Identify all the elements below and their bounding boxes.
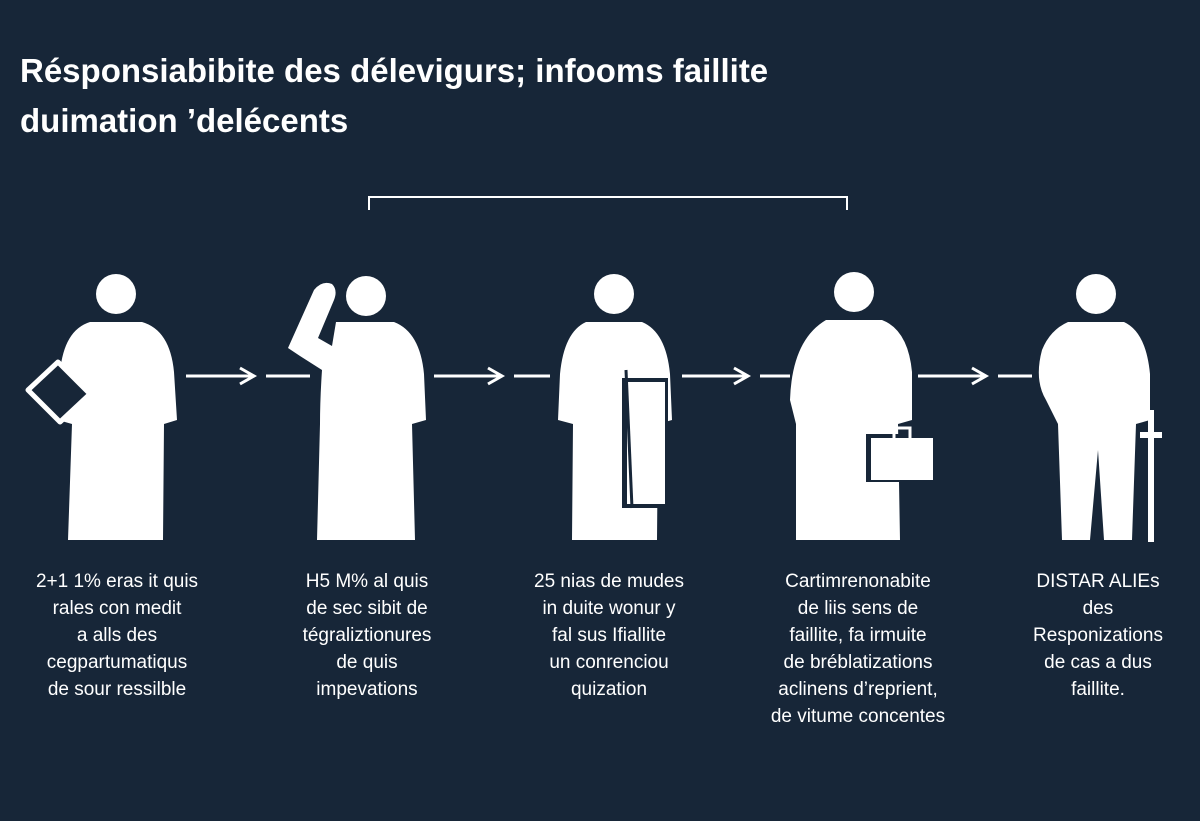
step-1-caption-line: a alls des <box>76 625 158 646</box>
step-2-caption: H5 M% al quis de sec sibit de tégralizti… <box>252 568 482 703</box>
step-1-caption-line: de sour ressilble <box>47 679 187 700</box>
arrow-2-icon <box>434 366 550 386</box>
step-1-caption: 2+1 1% eras it quis rales con medit a al… <box>2 568 232 703</box>
step-5-caption-line: des <box>1082 598 1114 619</box>
page-title: Résponsiabibite des délevigurs; infooms … <box>20 46 1140 146</box>
step-4-caption-line: de bréblatizations <box>783 652 933 673</box>
step-2-caption-line: de quis <box>336 652 398 673</box>
arrow-4-icon <box>918 366 1032 386</box>
step-3-caption-line: 25 nias de mudes <box>534 571 684 592</box>
step-3-caption-line: un conrenciou <box>549 652 669 673</box>
step-5-caption: DISTAR ALIEs des Responizations de cas a… <box>983 568 1200 703</box>
step-3-caption-line: fal sus Ifiallite <box>551 625 667 646</box>
step-4-caption-line: aclinens d’reprient, <box>778 679 938 700</box>
step-5-caption-line: DISTAR ALIEs <box>1036 571 1160 592</box>
title-line-1: Résponsiabibite des délevigurs; infooms … <box>20 52 769 89</box>
step-2-caption-line: H5 M% al quis <box>305 571 429 592</box>
person-with-cane-icon <box>1038 274 1162 542</box>
person-holding-folder-icon <box>558 274 672 540</box>
step-5-caption-line: faillite. <box>1071 679 1125 700</box>
step-4-caption: Cartimrenonabite de liis sens de faillit… <box>743 568 973 730</box>
step-4-caption-line: faillite, fa irmuite <box>789 625 927 646</box>
title-line-2: duimation ’delécents <box>20 102 349 139</box>
step-1-caption-line: 2+1 1% eras it quis <box>35 571 199 592</box>
step-2-caption-line: tégraliztionures <box>302 625 432 646</box>
step-1-caption-line: rales con medit <box>52 598 182 619</box>
step-3-caption-line: in duite wonur y <box>542 598 676 619</box>
step-3-caption: 25 nias de mudes in duite wonur y fal su… <box>494 568 724 703</box>
person-with-briefcase-icon <box>790 272 936 540</box>
step-2-caption-line: de sec sibit de <box>306 598 428 619</box>
person-with-document-icon <box>25 274 177 540</box>
step-4-caption-line: Cartimrenonabite <box>785 571 931 592</box>
arrow-3-icon <box>682 366 790 386</box>
step-2-caption-line: impevations <box>316 679 418 700</box>
arrow-1-icon <box>186 366 310 386</box>
step-5-caption-line: de cas a dus <box>1044 652 1152 673</box>
step-3-caption-line: quization <box>570 679 648 700</box>
step-5-caption-line: Responizations <box>1033 625 1163 646</box>
step-4-caption-line: de vitume concentes <box>770 706 946 727</box>
step-4-caption-line: de liis sens de <box>797 598 919 619</box>
person-raising-hand-icon <box>288 276 426 540</box>
grouping-bracket <box>368 196 848 210</box>
step-1-caption-line: cegpartumatiqus <box>46 652 188 673</box>
